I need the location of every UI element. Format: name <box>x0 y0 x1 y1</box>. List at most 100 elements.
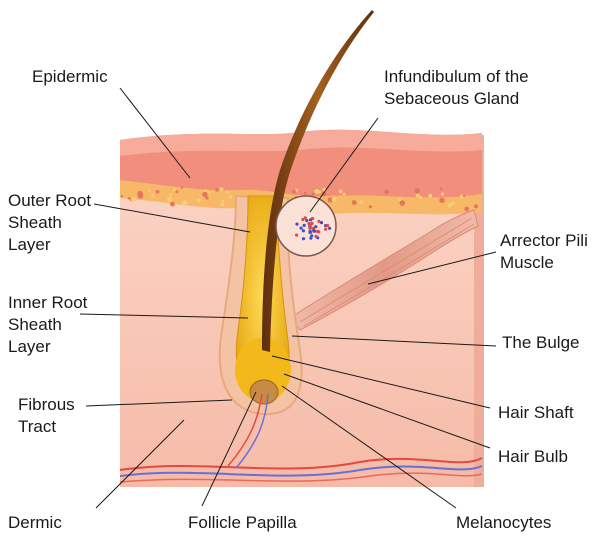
gland-cell <box>319 221 324 225</box>
leader-outer-root <box>93 203 251 233</box>
cell-dot <box>196 198 201 203</box>
cell-dot <box>205 196 209 200</box>
gland-cell <box>302 223 306 227</box>
cell-dot <box>151 194 155 198</box>
label-outer-root-line-2: Sheath <box>8 213 62 232</box>
cell-dot <box>418 195 423 200</box>
cell-dot <box>170 201 175 207</box>
papilla-capillary-blue <box>235 393 269 469</box>
hair-shaft-shape <box>262 10 374 352</box>
gland-cell <box>303 216 307 220</box>
gland-cell <box>295 233 299 237</box>
cell-dot <box>440 192 445 196</box>
cell-dot <box>120 195 124 198</box>
label-follicle-papilla: Follicle Papilla <box>188 513 297 532</box>
leader-dermic <box>95 419 185 509</box>
label-infundibulum-line-1: Infundibulum of the <box>384 67 529 86</box>
leader-hair-shaft <box>271 355 491 409</box>
gland-cell <box>312 229 317 233</box>
cell-dot <box>172 187 177 191</box>
label-epidermic: Epidermic <box>32 67 108 86</box>
label-arrector-line-2: Muscle <box>500 253 554 272</box>
cell-dot <box>351 200 357 206</box>
label-hair-shaft: Hair Shaft <box>498 403 574 422</box>
leader-epidermic <box>119 87 191 179</box>
leader-infundibulum <box>309 117 379 213</box>
cell-dots <box>120 186 479 212</box>
cell-dot <box>439 197 445 203</box>
cell-dot <box>155 189 160 194</box>
follicle-papilla-shape <box>249 379 279 405</box>
sebaceous-gland-zoom <box>275 195 337 257</box>
gland-cell <box>299 226 303 230</box>
cell-dot <box>169 193 172 197</box>
cell-dot <box>327 197 334 203</box>
cell-dot <box>215 188 219 192</box>
gland-cell <box>308 230 312 234</box>
label-melanocytes: Melanocytes <box>456 513 552 532</box>
label-fibrous-tract: Fibrous Tract <box>18 394 75 438</box>
cell-dot <box>317 190 322 194</box>
gland-cell <box>301 229 305 233</box>
label-fibrous-line-1: Fibrous <box>18 395 75 414</box>
leader-arrector <box>367 251 497 285</box>
leader-bulge <box>291 335 497 347</box>
cell-dot <box>220 202 224 207</box>
gland-cell <box>309 218 313 222</box>
gland-cell <box>328 226 332 230</box>
cell-dot <box>180 186 184 189</box>
cell-dot <box>415 193 420 198</box>
papilla-capillary-red <box>227 393 263 467</box>
cell-dot <box>127 197 131 200</box>
cell-dot <box>202 191 208 198</box>
label-hair-bulb: Hair Bulb <box>498 447 568 466</box>
cell-dot <box>167 196 173 203</box>
cell-dot <box>460 194 464 199</box>
cell-dot <box>228 195 233 199</box>
gland-cell <box>317 219 321 223</box>
leader-fibrous <box>85 399 233 407</box>
blood-vessel-artery <box>119 457 483 471</box>
cell-dot <box>359 200 364 205</box>
epidermis-surface <box>120 129 482 156</box>
cell-dot <box>208 191 211 194</box>
label-inner-root-line-2: Sheath <box>8 315 62 334</box>
gland-cell <box>314 234 318 238</box>
cell-dot <box>137 190 143 197</box>
blood-vessel-artery-2 <box>119 472 483 483</box>
cell-dot <box>464 206 470 212</box>
label-fibrous-line-2: Tract <box>18 417 57 436</box>
gland-cell <box>308 223 312 227</box>
cell-dot <box>291 189 296 194</box>
cell-dot <box>447 202 452 208</box>
leader-lines <box>79 87 497 509</box>
label-dermic: Dermic <box>8 513 62 532</box>
label-infundibulum: Infundibulum of the Sebaceous Gland <box>384 66 529 110</box>
cell-dot <box>368 205 372 209</box>
cell-dot <box>439 187 443 191</box>
cell-dot <box>219 187 224 191</box>
cell-dot <box>130 197 136 203</box>
cell-dot <box>428 193 433 198</box>
cell-dot <box>175 190 179 194</box>
label-inner-root-line-1: Inner Root <box>8 293 88 312</box>
cell-dot <box>398 197 402 202</box>
leader-inner-root <box>79 313 249 319</box>
cell-dot <box>474 204 479 209</box>
leader-follicle-papilla <box>201 391 257 507</box>
gland-cell <box>325 223 330 228</box>
label-outer-root-line-1: Outer Root <box>8 191 92 210</box>
hair-bulb-shape <box>235 338 291 402</box>
cell-dot <box>414 188 421 194</box>
gland-cell <box>295 222 299 226</box>
cell-dot <box>222 199 225 203</box>
label-the-bulge: The Bulge <box>502 333 580 352</box>
gland-cell <box>314 225 318 229</box>
cell-dot <box>181 200 188 206</box>
cell-dot <box>331 197 337 202</box>
gland-cell <box>308 226 312 230</box>
gland-cell <box>324 227 328 231</box>
cell-dot <box>225 190 229 194</box>
